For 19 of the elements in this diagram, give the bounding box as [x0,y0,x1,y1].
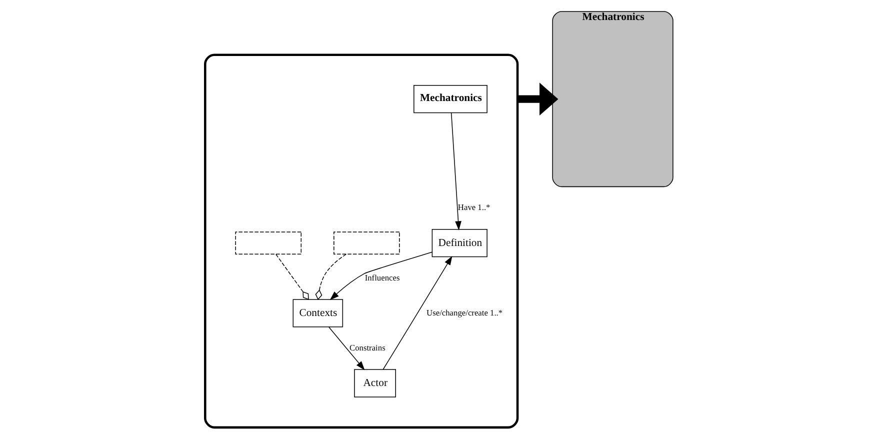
node-box [334,232,400,254]
node-box: Actor [354,369,396,398]
node-box: Mechatronics [414,84,488,114]
edge-label: Constrains [350,343,386,352]
edge-label: Have 1..* [458,203,490,212]
arrow [330,252,432,300]
arrow [382,256,452,370]
node-box [235,232,302,254]
node-box: Definition [432,228,488,258]
edge-label: Use/change/create 1..* [426,308,503,318]
cluster [204,54,519,429]
connector [315,254,347,300]
node-box: Contexts [292,299,344,328]
node-box: Mechatronics [552,11,674,188]
connector [276,254,309,300]
arrow [450,112,462,230]
arrow [518,82,558,116]
arrow [328,326,365,370]
edge-label: Influences [364,273,400,282]
